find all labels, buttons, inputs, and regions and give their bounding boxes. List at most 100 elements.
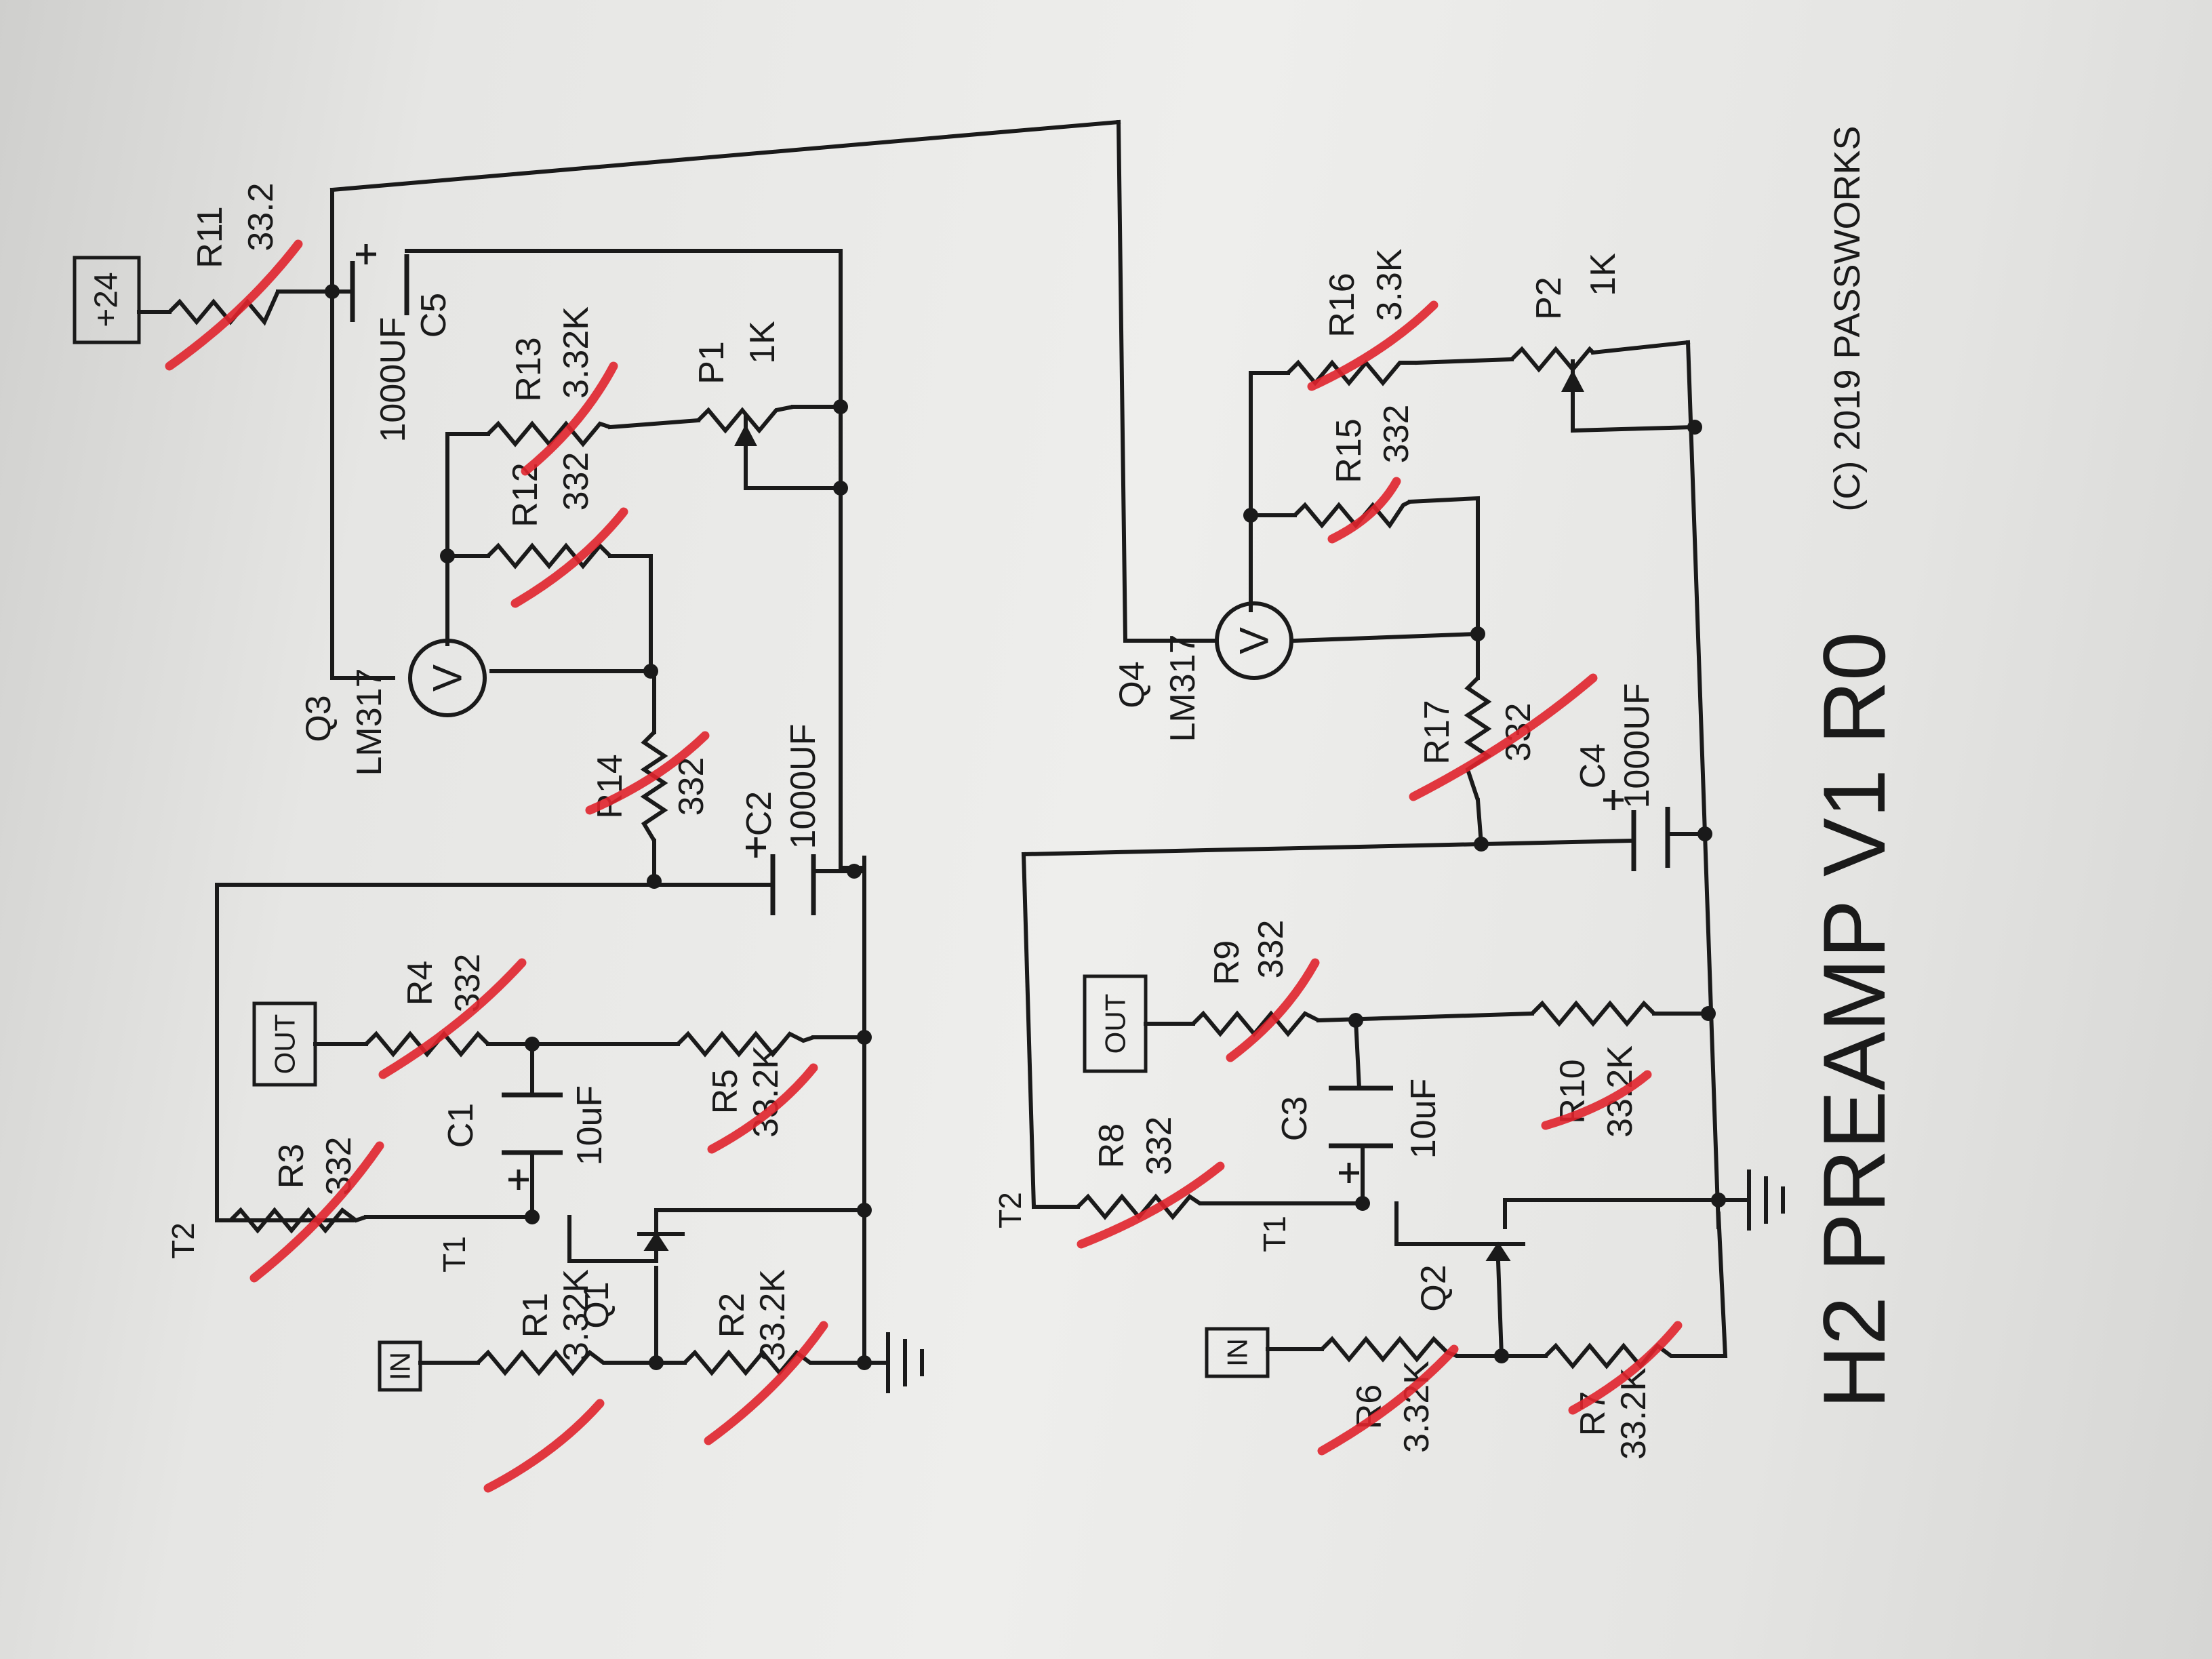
pot-wipers: [734, 359, 1584, 446]
p1-body: [696, 405, 794, 434]
c2-symbol: [770, 854, 816, 915]
r13-strike-mark: [521, 361, 618, 476]
r5-ref-label: R5: [706, 1069, 745, 1114]
wire-ch2-c4-top: [1021, 838, 1636, 857]
r8-body: [1076, 1193, 1207, 1220]
r9-ref-label: R9: [1207, 940, 1247, 985]
wire-ch1-r13-left: [445, 432, 490, 558]
c3-ref-label: C3: [1275, 1096, 1314, 1141]
r17-body: [1464, 676, 1492, 801]
q4-value-label: LM317: [1163, 635, 1203, 742]
p2-value-label: 1K: [1584, 253, 1623, 296]
r8-ref-label: R8: [1092, 1123, 1131, 1168]
r13-body: [486, 420, 611, 447]
wire-ch2-p2-wiper: [1571, 378, 1697, 433]
copyright-label: (C) 2019 PASSWORKS: [1827, 125, 1868, 511]
wire-ch1-p1-wiper: [744, 432, 843, 490]
jfets: [637, 1231, 1525, 1261]
r1-value-label: 3.32K: [557, 1269, 596, 1361]
out1-port-label: OUT: [269, 1014, 301, 1075]
c3-symbol: [1329, 1085, 1393, 1148]
r7-body: [1544, 1342, 1681, 1370]
c5-value-label: 1000UF: [374, 317, 413, 443]
p1-value-label: 1K: [743, 321, 782, 364]
ground-icon-ch2: [1747, 1170, 1785, 1231]
q4-body: [1215, 601, 1293, 680]
c4-value-label: 1000UF: [1617, 683, 1657, 809]
c1-symbol: [502, 1092, 563, 1155]
q3-body: [408, 639, 487, 717]
in1-port-label: IN: [384, 1352, 416, 1380]
r14-body: [640, 730, 668, 842]
wire-ch2-p2-end: [1590, 340, 1691, 355]
c4-ref-label: C4: [1573, 744, 1613, 788]
r11-ref-label: R11: [190, 206, 230, 268]
c3-value-label: 10uF: [1404, 1079, 1443, 1159]
wire-ch2-r16-left: [1249, 371, 1290, 517]
port-boxes: [73, 256, 1270, 1392]
wire-ch2-r15-right: [1407, 496, 1480, 636]
q2-ref-label: Q2: [1414, 1264, 1453, 1311]
r13-value-label: 3.32K: [557, 306, 596, 399]
r11-strike-mark: [165, 239, 303, 371]
c4-symbol: [1631, 807, 1670, 871]
wire-ch2-t2-loop: [1021, 852, 1037, 1210]
r4-body: [364, 1031, 490, 1058]
r4-ref-label: R4: [401, 961, 440, 1005]
wire-ch2-rail: [1685, 340, 1721, 1230]
wire-ch1-t2-loop: [215, 883, 748, 1222]
c2-ref-label: C2: [740, 791, 779, 836]
r12-value-label: 332: [557, 452, 596, 511]
q3-value-label: LM317: [350, 668, 389, 776]
r6-body: [1320, 1336, 1458, 1363]
r16-value-label: 3.3K: [1370, 248, 1409, 321]
q3-ref-label: Q3: [299, 695, 338, 742]
wire-crossover-down: [1116, 119, 1128, 643]
r2-value-label: 33.2K: [753, 1269, 792, 1361]
wire-crossover-top: [329, 119, 1121, 193]
p1-ref-label: P1: [692, 341, 731, 384]
r2-strike-mark: [704, 1321, 828, 1445]
q4-symbol: V: [1232, 627, 1277, 654]
r8-value-label: 332: [1140, 1117, 1179, 1176]
p2-arrowhead: [1561, 369, 1584, 392]
title-label: H2 PREAMP V1 R0: [1805, 632, 1904, 1409]
q4-ref-label: Q4: [1112, 661, 1152, 708]
wire-ch2-q2-drain: [1394, 1201, 1493, 1246]
r12-strike-mark: [510, 507, 628, 608]
r17-ref-label: R17: [1417, 700, 1457, 764]
t1b-label: T1: [1257, 1216, 1292, 1252]
r5-strike-mark: [707, 1063, 818, 1154]
wire-ch2-rail-bottom: [1679, 1211, 1728, 1358]
wire-ch2-q2-source: [1503, 1198, 1721, 1229]
c5-symbol: [350, 254, 409, 322]
q1-arrow: [643, 1231, 669, 1251]
r4-strike-mark: [378, 958, 527, 1079]
regulators: V V: [408, 601, 1293, 717]
r3-ref-label: R3: [272, 1144, 311, 1188]
markup-strikes: [165, 239, 1683, 1493]
ground-symbols: [886, 1170, 1785, 1393]
capacitors: [350, 254, 1670, 1155]
r1-ref-label: R1: [516, 1293, 555, 1338]
r10-body: [1530, 1000, 1656, 1027]
polarity-marks: [356, 244, 1624, 1190]
p2-body: [1510, 346, 1595, 373]
r14-strike-mark: [585, 731, 710, 815]
supply-box: [73, 256, 141, 344]
r1-body: [476, 1349, 614, 1376]
in1-box: [378, 1340, 422, 1392]
wires: [137, 119, 1751, 1365]
r6-strike-mark: [1317, 1344, 1459, 1456]
wire-ch1-q1-drain: [567, 1215, 658, 1263]
wire-ch2-r15-left: [1249, 513, 1297, 612]
supply-label: +24: [89, 272, 125, 327]
c1-value-label: 10uF: [570, 1085, 609, 1166]
r17-strike-mark: [1409, 673, 1598, 801]
junction-dots: [325, 284, 1726, 1370]
r16-body: [1286, 359, 1417, 386]
r11-body: [167, 290, 280, 326]
wire-ch1-q1-source: [654, 1208, 866, 1250]
